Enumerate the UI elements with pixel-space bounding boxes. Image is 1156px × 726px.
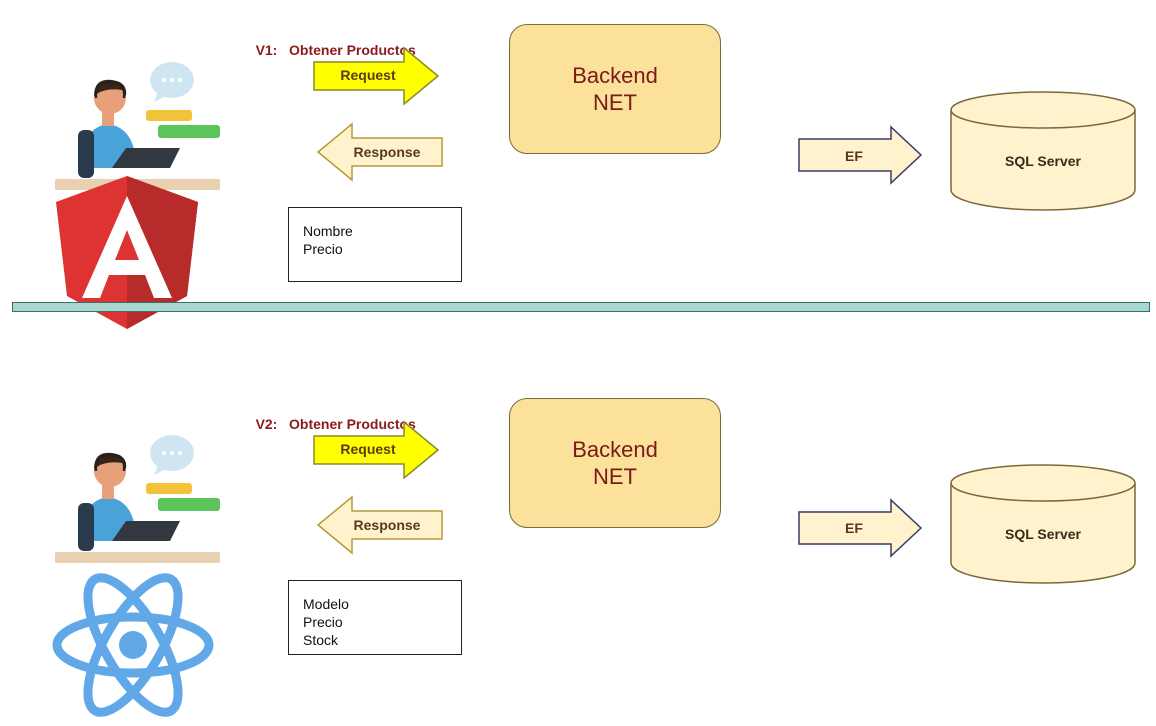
version-label: V1:: [255, 42, 278, 58]
fields-box: Modelo Precio Stock: [288, 580, 462, 655]
response-label: Response: [353, 517, 421, 533]
angular-logo-icon: [56, 176, 198, 329]
ef-arrow: [798, 125, 923, 185]
request-arrow: [313, 420, 440, 480]
section-divider: [12, 302, 1150, 312]
database-icon: [950, 91, 1136, 211]
database-label: SQL Server: [1004, 153, 1081, 169]
backend-line-1: Backend: [572, 63, 658, 88]
field-item: Precio: [303, 614, 343, 630]
backend-line-1: Backend: [572, 437, 658, 462]
section-v1: V1: Obtener Productos Request Response B…: [55, 24, 1136, 329]
request-label: Request: [340, 441, 396, 457]
request-arrow: [313, 46, 440, 106]
response-arrow: [316, 122, 443, 182]
database-label: SQL Server: [1004, 526, 1081, 542]
section-v2: V2: Obtener Productos Request Response: [0, 373, 1156, 726]
backend-box: Backend NET: [509, 24, 721, 154]
field-item: Stock: [303, 632, 339, 648]
version-title: Obtener Productos: [289, 42, 416, 58]
version-title: Obtener Productos: [289, 416, 416, 432]
ef-arrow: [798, 498, 923, 558]
response-label: Response: [353, 144, 421, 160]
version-heading: V1: Obtener Productos: [240, 26, 416, 74]
response-arrow: [316, 495, 443, 555]
request-label: Request: [340, 67, 396, 83]
field-item: Modelo: [303, 596, 349, 612]
ef-label: EF: [845, 148, 863, 164]
ef-label: EF: [845, 520, 863, 536]
backend-line-2: NET: [593, 464, 637, 489]
backend-box: Backend NET: [509, 398, 721, 528]
database-icon: [950, 464, 1136, 584]
version-label: V2:: [255, 416, 278, 432]
version-heading: V2: Obtener Productos: [240, 400, 416, 448]
react-logo-icon: [52, 573, 214, 717]
developer-at-laptop-icon: [55, 435, 220, 563]
field-item: Precio: [303, 241, 343, 257]
backend-line-2: NET: [593, 90, 637, 115]
developer-at-laptop-icon: [55, 62, 220, 190]
fields-box: Nombre Precio: [288, 207, 462, 282]
field-item: Nombre: [303, 223, 353, 239]
